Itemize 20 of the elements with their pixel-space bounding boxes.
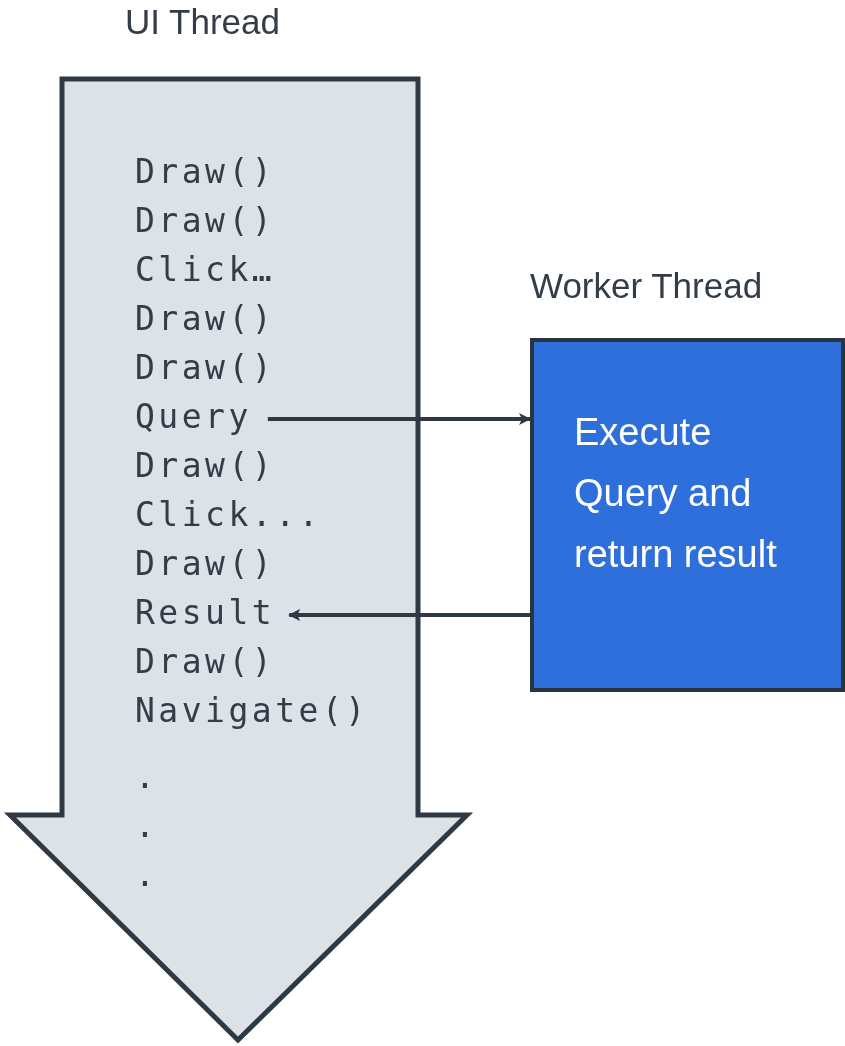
thread-title: Worker Thread (530, 266, 763, 306)
code-line: Query (135, 397, 252, 437)
task-text: Execute Query and return result (574, 410, 778, 577)
code-line: Click... (135, 495, 322, 535)
arrow (267, 413, 531, 425)
ellipsis-dot: . (135, 757, 159, 797)
code-line: Draw() (135, 544, 276, 584)
ellipsis-dot: . (135, 806, 159, 846)
code-line: Navigate() (135, 691, 369, 731)
code-line: Draw() (135, 348, 276, 388)
code-line: Draw() (135, 299, 276, 339)
code-line: Result (135, 593, 276, 633)
code-line: Draw() (135, 201, 276, 241)
ellipsis-dot: . (135, 855, 159, 895)
code-line: Draw() (135, 446, 276, 486)
code-line: Draw() (135, 642, 276, 682)
arrow (288, 609, 530, 621)
thread-title: UI Thread (125, 2, 280, 42)
code-line: Draw() (135, 152, 276, 192)
code-line: Click… (135, 250, 276, 290)
